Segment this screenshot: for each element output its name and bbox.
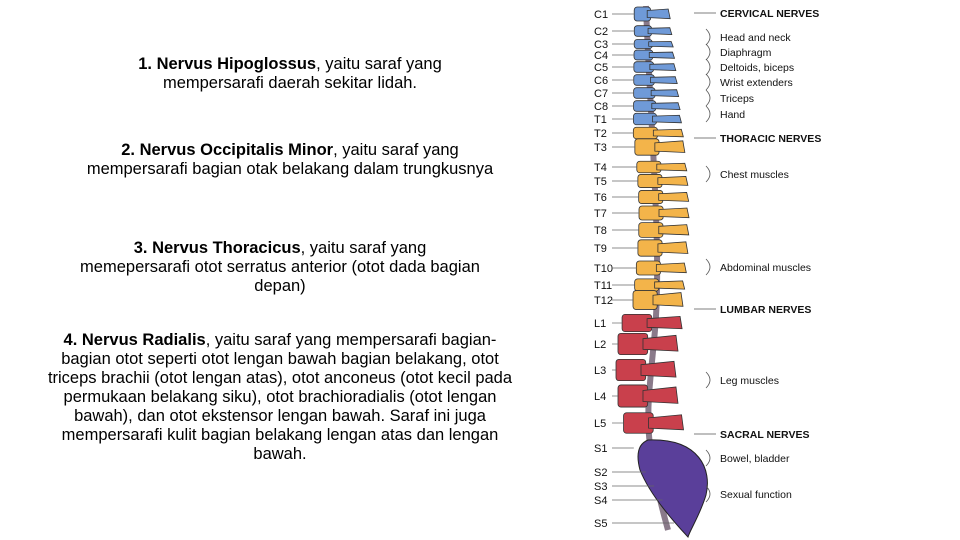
vertebra-process-c2: [647, 27, 673, 35]
vertebra-process-l2: [642, 334, 679, 352]
nerve-item-0-3: Wrist extenders: [720, 77, 793, 89]
vertebra-process-c6: [650, 76, 678, 84]
vertebra-process-t2: [652, 128, 684, 138]
vertebra-label-t2: T2: [594, 128, 607, 140]
vertebra-label-c7: C7: [594, 88, 608, 100]
nerve-bracket-1-0: [705, 165, 711, 183]
vertebra-process-c4: [648, 51, 676, 59]
vertebra-process-t9: [657, 241, 689, 254]
vertebra-label-t5: T5: [594, 176, 607, 188]
vertebra-label-c4: C4: [594, 50, 608, 62]
nerve-group-heading-3: SACRAL NERVES: [720, 429, 809, 441]
nerve-bracket-0-4: [705, 89, 711, 107]
term-occipitalis-minor: 2. Nervus Occipitalis Minor: [121, 141, 334, 159]
vertebra-label-t8: T8: [594, 225, 607, 237]
term-radialis: 4. Nervus Radialis: [63, 331, 206, 349]
nerve-brackets: [694, 12, 716, 503]
vertebra-label-c6: C6: [594, 75, 608, 87]
term-hipoglossus: 1. Nervus Hipoglossus: [138, 55, 317, 73]
paragraph-thoracicus: 3. Nervus Thoracicus, yaitu saraf yang m…: [80, 239, 480, 296]
nerve-bracket-0-0: [705, 28, 711, 46]
vertebra-label-l5: L5: [594, 418, 606, 430]
vertebra-label-t3: T3: [594, 142, 607, 154]
vertebra-label-s4: S4: [594, 495, 607, 507]
vertebra-process-c1: [646, 8, 671, 20]
vertebra-label-s5: S5: [594, 518, 607, 530]
vertebra-label-c2: C2: [594, 26, 608, 38]
vertebra-label-l4: L4: [594, 391, 606, 403]
desc-hipoglossus: , yaitu saraf yang mempersarafi daerah s…: [162, 55, 442, 92]
nerve-item-0-5: Hand: [720, 109, 745, 121]
vertebra-process-c8: [651, 102, 681, 110]
nerve-item-0-1: Diaphragm: [720, 47, 772, 59]
vertebra-process-t8: [658, 224, 690, 236]
vertebra-label-s2: S2: [594, 467, 607, 479]
vertebra-label-t6: T6: [594, 192, 607, 204]
vertebra-label-c8: C8: [594, 101, 608, 113]
paragraph-radialis: 4. Nervus Radialis, yaitu saraf yang mem…: [40, 331, 520, 464]
nerve-item-2-0: Leg muscles: [720, 375, 779, 387]
vertebra-process-t7: [658, 207, 690, 219]
vertebra-process-l3: [640, 360, 677, 378]
vertebra-process-t4: [656, 162, 688, 172]
vertebra-label-t7: T7: [594, 208, 607, 220]
vertebra-process-t5: [657, 176, 689, 186]
vertebra-label-s3: S3: [594, 481, 607, 493]
vertebra-label-t9: T9: [594, 243, 607, 255]
vertebra-process-c7: [650, 89, 680, 97]
vertebra-process-t3: [654, 140, 686, 153]
vertebra-label-s1: S1: [594, 443, 607, 455]
nerve-bracket-0-5: [705, 105, 711, 123]
desc-thoracicus: , yaitu saraf yang memepersarafi otot se…: [80, 239, 480, 295]
nerve-bracket-0-2: [705, 58, 711, 76]
vertebra-process-t1: [652, 114, 682, 124]
nerve-item-1-0: Chest muscles: [720, 169, 789, 181]
sacrum-shape: [637, 439, 708, 538]
term-thoracicus: 3. Nervus Thoracicus: [133, 239, 301, 257]
nerve-bracket-0-1: [705, 43, 711, 61]
vertebra-bodies: [615, 6, 708, 538]
nerve-item-3-1: Sexual function: [720, 489, 792, 501]
vertebra-label-c1: C1: [594, 9, 608, 21]
vertebra-label-l1: L1: [594, 318, 606, 330]
nerve-item-0-0: Head and neck: [720, 32, 791, 44]
nerve-group-heading-0: CERVICAL NERVES: [720, 8, 819, 20]
vertebra-label-l2: L2: [594, 339, 606, 351]
vertebra-label-c3: C3: [594, 39, 608, 51]
nerve-item-3-0: Bowel, bladder: [720, 453, 790, 465]
vertebra-label-t12: T12: [594, 295, 613, 307]
nerve-labels: CERVICAL NERVES Head and neckDiaphragmDel…: [720, 8, 821, 501]
vertebra-process-t6: [658, 192, 690, 202]
nerve-item-1-1: Abdominal muscles: [720, 262, 811, 274]
paragraph-hipoglossus: 1. Nervus Hipoglossus, yaitu saraf yang …: [90, 55, 490, 93]
nerve-group-heading-1: THORACIC NERVES: [720, 133, 821, 145]
vertebra-label-t10: T10: [594, 263, 613, 275]
vertebra-process-c5: [649, 63, 677, 71]
vertebra-label-t4: T4: [594, 162, 607, 174]
vertebra-label-t11: T11: [594, 280, 612, 292]
vertebra-process-l5: [648, 414, 684, 431]
vertebra-process-t11: [654, 280, 686, 290]
vertebra-process-t12: [652, 292, 684, 307]
vertebra-labels: C1C2C3C4C5C6C7C8T1T2T3T4T5T6T7T8T9T10T11…: [594, 9, 675, 530]
desc-occipitalis-minor: , yaitu saraf yang mempersarafi bagian o…: [86, 141, 494, 178]
vertebra-process-c3: [648, 41, 674, 48]
nerve-bracket-3-0: [705, 449, 711, 467]
paragraph-occipitalis-minor: 2. Nervus Occipitalis Minor, yaitu saraf…: [85, 141, 495, 179]
vertebra-process-t10: [655, 262, 687, 274]
desc-radialis: , yaitu saraf yang mempersarafi bagian-b…: [47, 331, 513, 463]
vertebra-process-l4: [642, 386, 679, 404]
nerve-item-0-4: Triceps: [720, 93, 754, 105]
vertebra-label-c5: C5: [594, 62, 608, 74]
nerve-bracket-3-1: [705, 485, 711, 503]
nerve-bracket-2-0: [705, 371, 711, 389]
vertebra-label-l3: L3: [594, 365, 606, 377]
nerve-bracket-1-1: [705, 258, 711, 276]
vertebra-label-t1: T1: [594, 114, 607, 126]
nerve-item-0-2: Deltoids, biceps: [720, 62, 794, 74]
nerve-bracket-0-3: [705, 73, 711, 91]
vertebra-process-l1: [646, 315, 683, 330]
nerve-group-heading-2: LUMBAR NERVES: [720, 304, 811, 316]
